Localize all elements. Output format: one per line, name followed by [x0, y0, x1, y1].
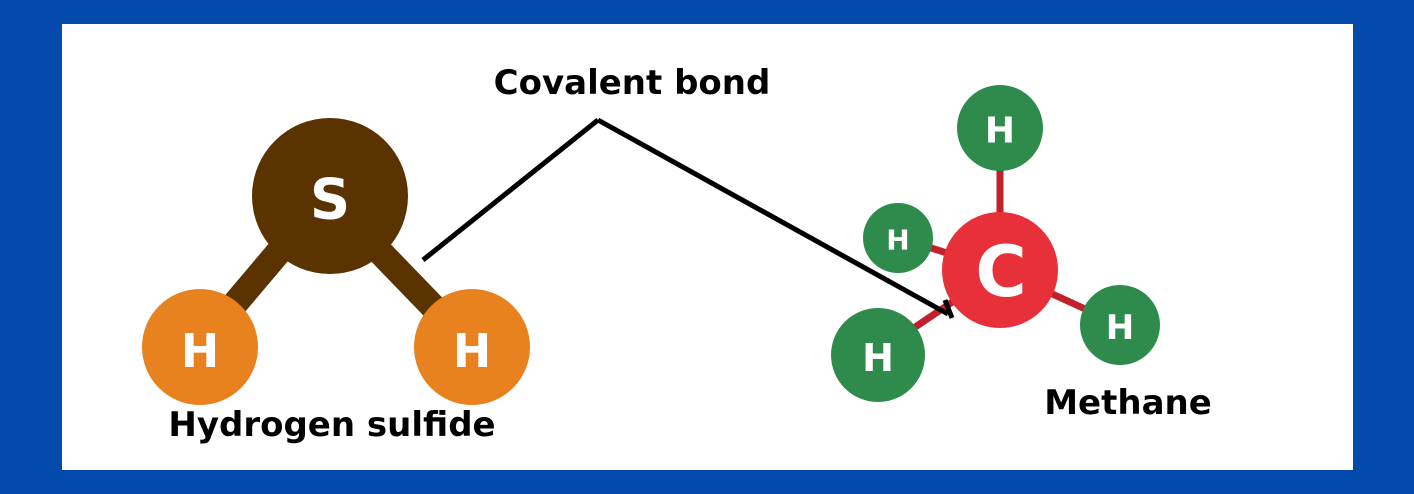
- hydrogen-atom-h2s-left: H: [142, 289, 258, 405]
- hydrogen-atom-symbol: H: [1106, 308, 1134, 348]
- hydrogen-atom-h2s-right: H: [414, 289, 530, 405]
- pointer-line-tip: [942, 299, 955, 319]
- pointer-line-left: [421, 118, 600, 262]
- hydrogen-atom-ch4-right: H: [1080, 285, 1160, 365]
- hydrogen-atom-ch4-left: H: [863, 203, 933, 273]
- hydrogen-atom-icon: [1080, 285, 1160, 365]
- hydrogen-atom-symbol: H: [862, 336, 894, 380]
- pointer-line-right: [596, 117, 950, 317]
- h2s-molecule: H H S: [142, 118, 530, 405]
- hydrogen-atom-ch4-top: H: [957, 85, 1043, 171]
- hydrogen-atom-symbol: H: [453, 324, 492, 378]
- carbon-atom: C: [942, 212, 1058, 328]
- hydrogen-atom-symbol: H: [181, 324, 220, 378]
- hydrogen-sulfide-label: Hydrogen sulfide: [168, 405, 495, 445]
- covalent-bond-pointer: [421, 117, 955, 319]
- hydrogen-atom-icon: [957, 85, 1043, 171]
- carbon-atom-symbol: C: [975, 231, 1026, 313]
- sulfur-atom-icon: [252, 118, 408, 274]
- ch4-molecule: H H H H C: [831, 85, 1160, 402]
- sulfur-atom: S: [252, 118, 408, 274]
- hydrogen-atom-icon: [863, 203, 933, 273]
- hydrogen-atom-ch4-bottom-left: H: [831, 308, 925, 402]
- methane-label: Methane: [1044, 383, 1212, 423]
- sulfur-atom-symbol: S: [310, 168, 350, 233]
- covalent-bond-label: Covalent bond: [494, 63, 771, 103]
- hydrogen-atom-icon: [414, 289, 530, 405]
- hydrogen-atom-icon: [142, 289, 258, 405]
- hydrogen-atom-symbol: H: [985, 111, 1015, 152]
- hydrogen-atom-symbol: H: [886, 224, 909, 257]
- carbon-atom-icon: [942, 212, 1058, 328]
- hydrogen-atom-icon: [831, 308, 925, 402]
